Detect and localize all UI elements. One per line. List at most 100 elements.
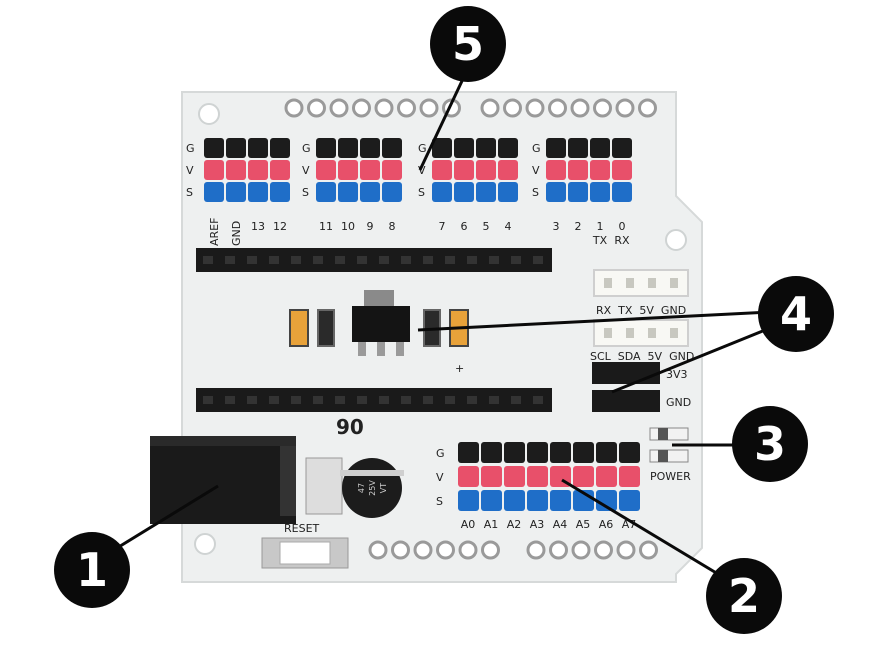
- header-pin: [568, 138, 588, 158]
- female-header-holes: [203, 256, 543, 404]
- solder-pad: [503, 98, 522, 118]
- pin-sublabel: RX: [614, 234, 630, 247]
- header-pin: [360, 182, 380, 202]
- header-gnd: [592, 390, 660, 412]
- header-hole: [269, 256, 279, 264]
- header-pin: [612, 160, 632, 180]
- silk-logo: 90: [336, 415, 364, 439]
- analog-header-pin: [596, 466, 617, 487]
- analog-header-pin: [481, 490, 502, 511]
- header-hole: [423, 396, 433, 404]
- i2c-connector: [593, 319, 689, 347]
- solder-pad: [391, 540, 410, 560]
- header-hole: [445, 256, 455, 264]
- label-gnd: GND: [666, 396, 691, 409]
- header-hole: [313, 256, 323, 264]
- solder-pad: [638, 98, 657, 118]
- reset-button[interactable]: [261, 537, 349, 569]
- analog-header: [458, 442, 640, 511]
- header-pin: [204, 182, 224, 202]
- callout-line-4b: [611, 326, 771, 394]
- analog-header-pin: [527, 490, 548, 511]
- pin-label: 2: [575, 220, 582, 233]
- solder-pad: [368, 540, 388, 560]
- solder-pad: [413, 540, 433, 560]
- header-pin: [382, 182, 402, 202]
- header-hole: [291, 256, 301, 264]
- analog-header-pin: [458, 490, 479, 511]
- mounting-hole: [194, 533, 216, 555]
- header-hole: [401, 396, 411, 404]
- header-hole: [335, 256, 345, 264]
- pin-label: 1: [597, 220, 604, 233]
- header-pin: [316, 182, 336, 202]
- header-hole: [357, 396, 367, 404]
- header-hole: [313, 396, 323, 404]
- solder-pad: [526, 540, 546, 560]
- row-label: V: [436, 471, 444, 484]
- callout-number: 2: [728, 569, 760, 623]
- analog-header-pin: [504, 466, 525, 487]
- header-pin: [590, 160, 610, 180]
- row-label: S: [302, 186, 309, 199]
- header-pin: [498, 138, 518, 158]
- pin-label: 10: [341, 220, 355, 233]
- top-pad-row: [284, 98, 461, 118]
- header-pin: [382, 160, 402, 180]
- header-hole: [511, 256, 521, 264]
- pin-label: 12: [273, 220, 287, 233]
- callout-badge-3: 3: [732, 406, 808, 482]
- header-hole: [269, 396, 279, 404]
- row-label: G: [302, 142, 311, 155]
- header-pin: [338, 182, 358, 202]
- header-pin: [360, 138, 380, 158]
- solder-pad: [307, 98, 326, 118]
- analog-header-pin: [481, 442, 502, 463]
- solder-pad: [549, 540, 568, 560]
- row-label: V: [418, 164, 426, 177]
- analog-header-pin: [481, 466, 502, 487]
- header-hole: [489, 256, 499, 264]
- header-hole: [445, 396, 455, 404]
- analog-pin-label: A5: [576, 518, 591, 531]
- solder-pad: [284, 98, 304, 118]
- solder-pad: [436, 540, 455, 560]
- header-pin: [546, 138, 566, 158]
- pin-label: 13: [251, 220, 265, 233]
- analog-pin-label: A6: [599, 518, 614, 531]
- header-pin: [568, 182, 588, 202]
- header-hole: [533, 256, 543, 264]
- callout-badge-1: 1: [54, 532, 130, 608]
- header-hole: [379, 396, 389, 404]
- header-hole: [291, 396, 301, 404]
- pin-label: 4: [505, 220, 512, 233]
- header-pin: [590, 182, 610, 202]
- pin-label: 9: [367, 220, 374, 233]
- row-label: G: [436, 447, 445, 460]
- electrolytic-capacitor: [305, 457, 404, 518]
- solder-pad: [329, 98, 349, 118]
- uart-connector: [593, 269, 689, 297]
- header-hole: [467, 396, 477, 404]
- analog-header-pin: [527, 442, 548, 463]
- header-pin: [226, 138, 246, 158]
- header-pin: [226, 160, 246, 180]
- row-label: S: [436, 495, 443, 508]
- top-pad-row: [480, 98, 657, 118]
- solder-pad: [570, 98, 590, 118]
- solder-pad: [525, 98, 545, 118]
- analog-pin-label: A3: [530, 518, 545, 531]
- analog-header-pin: [550, 442, 571, 463]
- header-hole: [357, 256, 367, 264]
- header-hole: [335, 396, 345, 404]
- solder-pad: [616, 540, 636, 560]
- analog-pin-label: A1: [484, 518, 499, 531]
- header-hole: [247, 256, 257, 264]
- header-pin: [498, 182, 518, 202]
- analog-header-pin: [504, 490, 525, 511]
